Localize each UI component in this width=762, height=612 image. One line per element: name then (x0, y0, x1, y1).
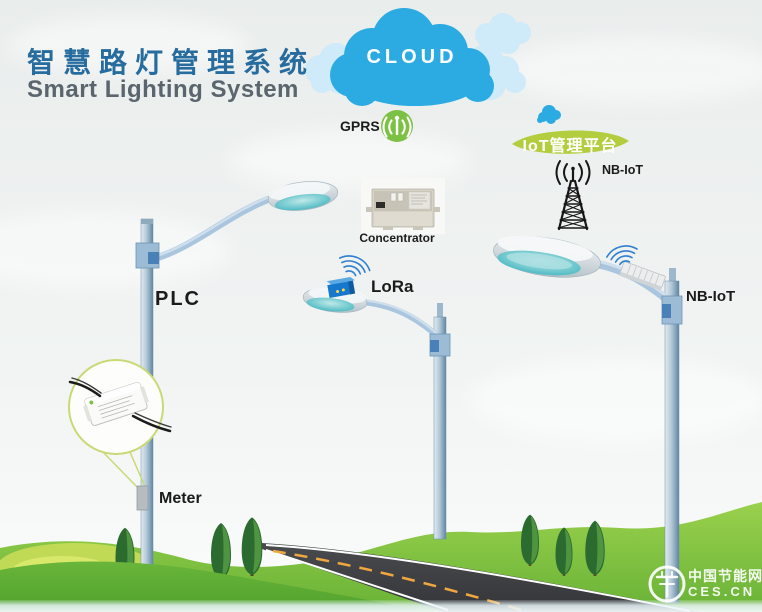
meter-device (83, 382, 149, 426)
concentrator-device (361, 178, 445, 234)
bottom-mist-strip (0, 600, 762, 612)
nbiot-tower (555, 160, 591, 231)
small-cloud-icon (537, 105, 561, 124)
watermark-site-url: CES.CN (688, 584, 756, 599)
pole-middle (433, 316, 447, 540)
front-hill (0, 561, 430, 612)
lora-module (326, 277, 356, 298)
trees (115, 514, 605, 582)
iot-platform-label: IoT管理平台 (522, 138, 618, 155)
cloud-shape (330, 8, 494, 106)
lamp-arm-left (149, 194, 276, 263)
concentrator-label: Concentrator (359, 231, 435, 245)
lamp-glass-left (274, 193, 331, 211)
lamp-head-left (267, 181, 339, 211)
meter-label: Meter (159, 490, 202, 507)
sky-haze (0, 17, 762, 442)
watermark-site-name: 中国节能网 (688, 568, 762, 584)
pale-cloud-top-right (475, 13, 531, 54)
gprs-signal-icon (381, 110, 413, 142)
lora-label: LoRa (371, 277, 414, 296)
lamp-head-right (493, 235, 601, 278)
meter-callout (68, 359, 172, 511)
nbiot-module (619, 261, 666, 291)
gprs-label: GPRS (340, 118, 380, 134)
pole-right (664, 280, 680, 604)
pole-nbiot-label: NB-IoT (686, 288, 736, 305)
nbiot-signal-waves-icon (606, 245, 638, 266)
iot-platform-badge (512, 130, 629, 154)
streetlight-nbiot (493, 235, 683, 604)
cloud-label: CLOUD (366, 46, 458, 68)
streetlight-lora (302, 255, 451, 540)
meter-wire-right (131, 414, 172, 433)
meter-box-on-pole (136, 485, 149, 511)
plc-label: PLC (155, 288, 201, 310)
tower-nbiot-label: NB-IoT (602, 163, 643, 177)
meter-wire-left (68, 380, 102, 398)
lamp-glass-middle (306, 297, 355, 312)
page-title-zh: 智慧路灯管理系统 (27, 47, 316, 78)
ces-logo-icon (648, 565, 686, 603)
page-title-en: Smart Lighting System (27, 76, 299, 103)
tower-signal-waves-icon (555, 160, 591, 185)
lora-signal-waves-icon (339, 255, 371, 277)
